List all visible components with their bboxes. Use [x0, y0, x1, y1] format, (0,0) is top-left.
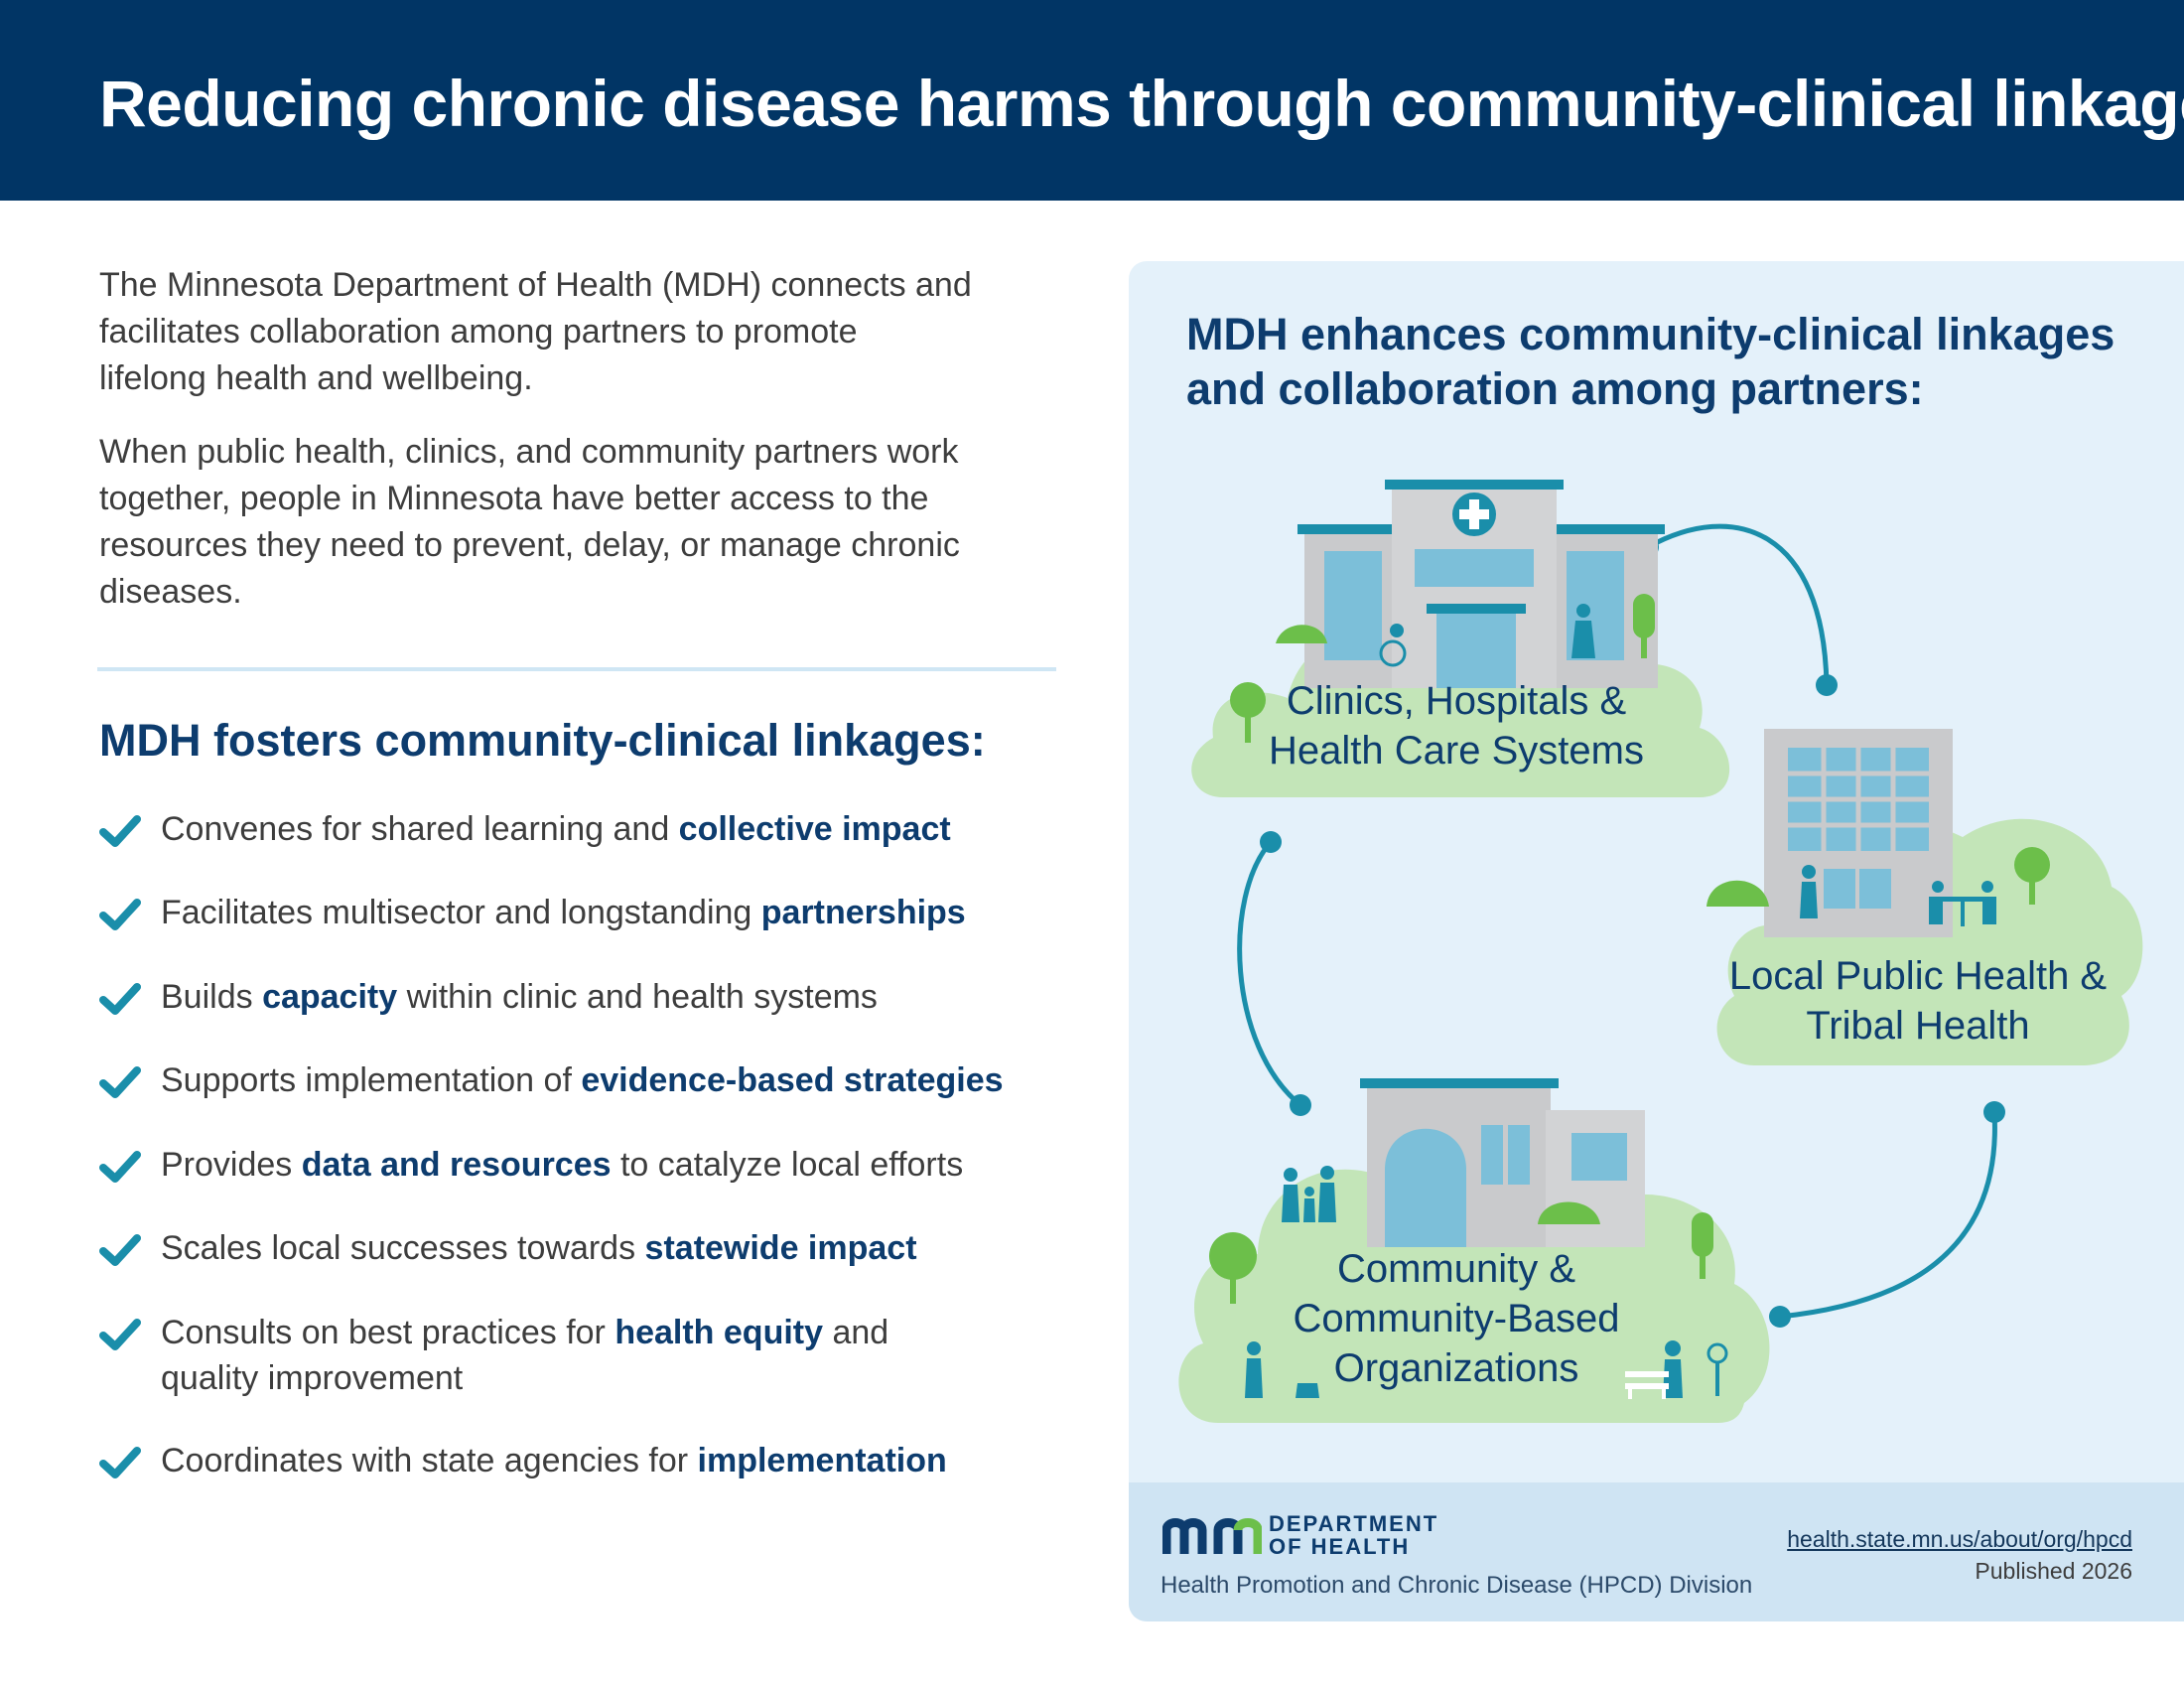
person-icon	[1379, 604, 1595, 667]
list-item-text: Facilitates multisector and longstanding…	[161, 894, 966, 931]
bench-icon	[1625, 1371, 1669, 1399]
intro-text-2: When public health, clinics, and communi…	[99, 433, 960, 611]
checkmark-icon	[99, 899, 141, 930]
cycle-arrows	[1237, 523, 1997, 1320]
division-name: Health Promotion and Chronic Disease (HP…	[1160, 1572, 1753, 1599]
footer: DEPARTMENT OF HEALTH Health Promotion an…	[1129, 1482, 2184, 1621]
checkmark-icon	[99, 1447, 141, 1478]
published-date: Published 2026	[1975, 1558, 2132, 1584]
checkmark-icon	[99, 1319, 141, 1350]
checkmark-icon	[99, 983, 141, 1015]
list-item-text: Convenes for shared learning and collect…	[161, 810, 951, 848]
checkmark-icon	[99, 815, 141, 847]
list-item-text: Provides data and resources to catalyze …	[161, 1146, 964, 1184]
department-name: DEPARTMENT OF HEALTH	[1269, 1512, 1438, 1558]
community-building-icon	[1360, 1078, 1645, 1247]
community-label: Community & Community-Based Organization…	[1208, 1244, 1705, 1393]
intro-paragraph-1: The Minnesota Department of Health (MDH)…	[99, 262, 973, 402]
fosters-title: MDH fosters community-clinical linkages:	[99, 715, 986, 766]
linkages-diagram	[1178, 480, 2143, 1423]
local-health-label-line1: Local Public Health &	[1728, 954, 2108, 998]
checkmark-icon	[99, 1066, 141, 1098]
community-label-line3: Organizations	[1333, 1346, 1579, 1390]
community-label-line2: Community-Based	[1293, 1297, 1620, 1340]
people-table-icon	[1800, 865, 1996, 926]
department-line1: DEPARTMENT	[1269, 1511, 1439, 1536]
community-label-line1: Community &	[1336, 1247, 1576, 1291]
list-item-text: Consults on best practices for health eq…	[161, 1314, 889, 1397]
list-item-text: Builds capacity within clinic and health…	[161, 978, 878, 1016]
section-divider	[97, 667, 1056, 671]
office-building-icon	[1764, 729, 1953, 937]
intro-paragraph-2: When public health, clinics, and communi…	[99, 429, 973, 616]
clinics-label-line1: Clinics, Hospitals &	[1286, 679, 1627, 723]
mn-logo-icon	[1162, 1518, 1262, 1554]
list-item-text: Coordinates with state agencies for impl…	[161, 1442, 947, 1479]
family-and-walker-icon	[1245, 1166, 1728, 1398]
list-item-text: Scales local successes towards statewide…	[161, 1229, 917, 1267]
linkages-panel: MDH enhances community-clinical linkages…	[1129, 261, 2184, 1621]
list-item-text: Supports implementation of evidence-base…	[161, 1061, 1004, 1099]
hospital-icon	[1297, 480, 1665, 688]
intro-text-1: The Minnesota Department of Health (MDH)…	[99, 266, 972, 397]
website-link[interactable]: health.state.mn.us/about/org/hpcd	[1787, 1526, 2132, 1552]
checkmark-icon	[99, 1151, 141, 1183]
department-line2: OF HEALTH	[1269, 1534, 1411, 1559]
arrow-community-to-clinics	[1237, 840, 1302, 1107]
local-health-label: Local Public Health & Tribal Health	[1685, 951, 2151, 1051]
header-banner: Reducing chronic disease harms through c…	[0, 0, 2184, 201]
local-health-label-line2: Tribal Health	[1806, 1004, 2030, 1048]
panel-title: MDH enhances community-clinical linkages…	[1186, 309, 2116, 414]
community-trees-icon	[1209, 1201, 1713, 1304]
arrow-clinics-to-local	[1646, 523, 1830, 686]
clinics-label: Clinics, Hospitals & Health Care Systems	[1198, 676, 1714, 775]
tree-icon	[1230, 594, 1655, 743]
clinics-label-line2: Health Care Systems	[1269, 729, 1644, 773]
bush-icon	[1706, 847, 2050, 907]
checkmark-icon	[99, 1234, 141, 1266]
arrow-local-to-community	[1779, 1111, 1997, 1320]
page-title: Reducing chronic disease harms through c…	[99, 67, 2184, 140]
